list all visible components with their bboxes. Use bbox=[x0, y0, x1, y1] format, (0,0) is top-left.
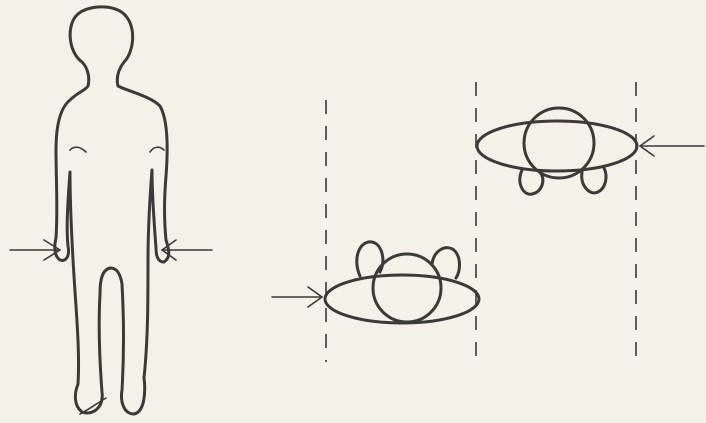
arrow-right-icon bbox=[272, 287, 322, 307]
arrow-left-icon bbox=[640, 136, 704, 156]
child-silhouette-outline bbox=[55, 7, 169, 414]
left-foot-shape bbox=[357, 242, 383, 276]
top-view-lower bbox=[325, 242, 479, 323]
right-foot-shape bbox=[582, 168, 606, 193]
child-front-view bbox=[55, 7, 169, 414]
top-view-upper bbox=[477, 108, 637, 194]
arrow-right-icon bbox=[10, 240, 60, 260]
right-sleeve-line bbox=[150, 147, 164, 152]
left-foot-shape bbox=[520, 170, 543, 194]
shoulders-ellipse bbox=[477, 121, 637, 171]
shoulders-ellipse bbox=[325, 275, 479, 323]
head-circle bbox=[524, 108, 594, 178]
left-sleeve-line bbox=[70, 147, 86, 152]
